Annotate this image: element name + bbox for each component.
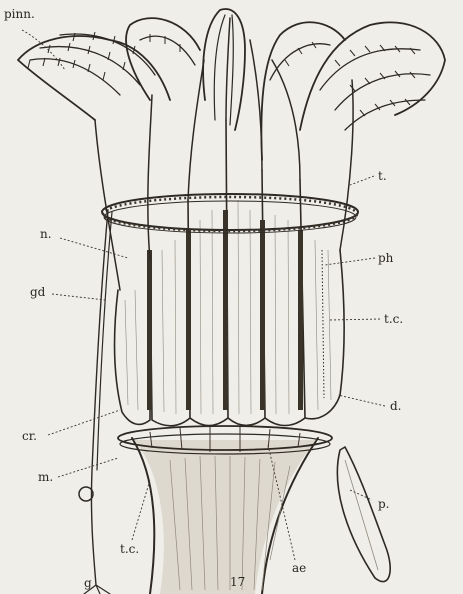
label-tc-left: t.c. [120,542,139,556]
label-pinn: pinn. [4,7,35,21]
label-d: d. [390,399,402,413]
figure-number: 17 [230,575,245,589]
label-t: t. [378,169,387,183]
label-ph: ph [378,251,394,265]
label-g: g [84,576,92,590]
label-cr: cr. [22,429,37,443]
label-n: n. [40,227,52,241]
label-gd: gd [30,285,46,299]
label-tc-right: t.c. [384,312,403,326]
label-ae: ae [292,561,306,575]
label-m: m. [38,470,53,484]
label-p: p. [378,497,390,511]
